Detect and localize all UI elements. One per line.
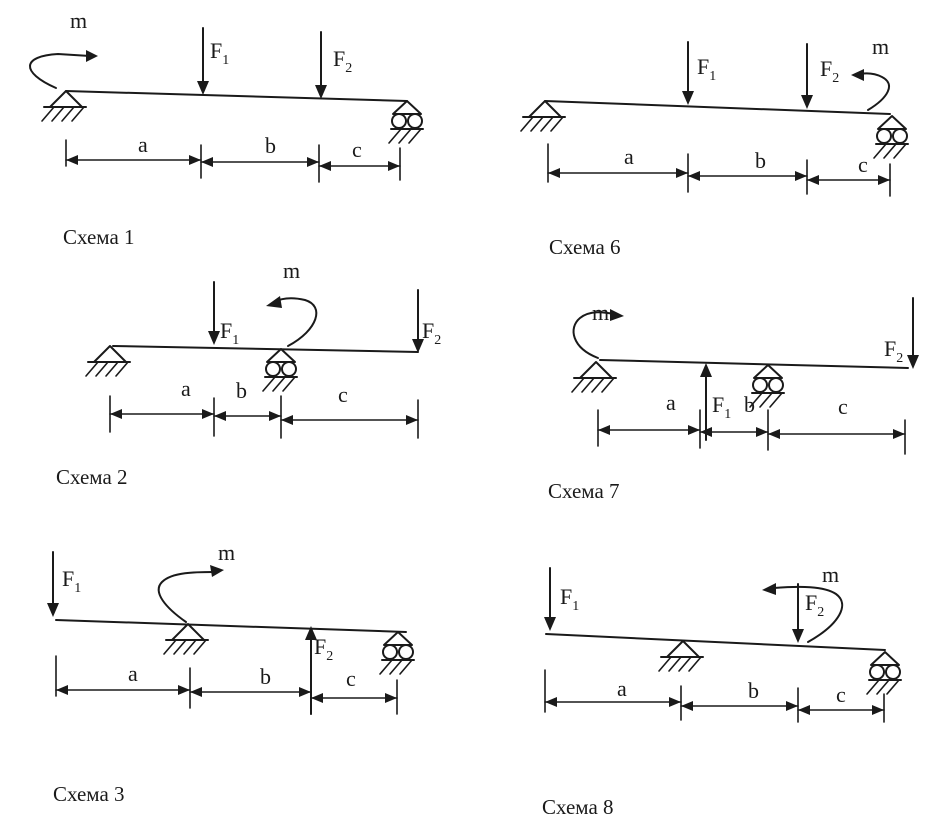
scheme-3-caption: Схема 3 bbox=[53, 782, 125, 806]
scheme-1-dim-c: c bbox=[352, 137, 362, 162]
scheme-7-dim-b: b bbox=[744, 392, 755, 417]
scheme-2-moment-arrow bbox=[266, 296, 318, 347]
scheme-3-force2-label: F2 bbox=[314, 634, 333, 664]
scheme-2-beam bbox=[112, 345, 419, 353]
scheme-7-dim-c: c bbox=[838, 394, 848, 419]
scheme-3: F1 m F2 a b c Схема 3 bbox=[47, 540, 415, 806]
scheme-6-force1-arrow bbox=[682, 41, 694, 105]
scheme-8-force1-label: F1 bbox=[560, 584, 579, 614]
scheme-3-force1-label: F1 bbox=[62, 566, 81, 596]
scheme-2-dimension-line bbox=[109, 395, 419, 439]
scheme-6-moment-arrow bbox=[851, 69, 890, 111]
scheme-7-dimension-line bbox=[597, 409, 906, 455]
scheme-2-force2-arrow bbox=[412, 289, 424, 353]
scheme-8-roller-support bbox=[866, 651, 902, 695]
scheme-7-force1-label: F1 bbox=[712, 392, 731, 422]
scheme-6-moment-label: m bbox=[872, 34, 889, 59]
scheme-3-moment-arrow bbox=[157, 565, 224, 623]
scheme-3-dim-a: a bbox=[128, 661, 138, 686]
scheme-3-dim-b: b bbox=[260, 664, 271, 689]
scheme-6-caption: Схема 6 bbox=[549, 235, 621, 259]
scheme-1-moment-label: m bbox=[70, 8, 87, 33]
scheme-1-caption: Схема 1 bbox=[63, 225, 135, 249]
scheme-2-dim-b: b bbox=[236, 378, 247, 403]
scheme-1-moment-arrow bbox=[29, 50, 98, 89]
scheme-2-dim-c: c bbox=[338, 382, 348, 407]
scheme-7: m F1 F2 a b c Схема 7 bbox=[548, 297, 919, 503]
scheme-1-force2-label: F2 bbox=[333, 46, 352, 76]
scheme-7-beam bbox=[599, 359, 909, 369]
scheme-3-roller-support bbox=[379, 631, 415, 675]
scheme-6-force1-label: F1 bbox=[697, 54, 716, 84]
scheme-1-roller-support bbox=[388, 100, 424, 144]
scheme-1-force1-label: F1 bbox=[210, 38, 229, 68]
scheme-7-force2-label: F2 bbox=[884, 336, 903, 366]
scheme-3-beam bbox=[55, 619, 407, 633]
scheme-2-force1-arrow bbox=[208, 281, 220, 345]
scheme-2: F1 m F2 a b c Схема 2 bbox=[56, 258, 441, 489]
scheme-3-moment-label: m bbox=[218, 540, 235, 565]
scheme-8-force2-label: F2 bbox=[805, 590, 824, 620]
scheme-6-beam bbox=[544, 100, 891, 115]
scheme-1-dim-b: b bbox=[265, 133, 276, 158]
scheme-6-dimension-line bbox=[547, 143, 891, 197]
scheme-8: F1 F2 m a b c Схема 8 bbox=[542, 562, 902, 819]
scheme-7-moment-arrow bbox=[572, 309, 624, 359]
scheme-7-force1-arrow bbox=[700, 363, 712, 441]
scheme-8-moment-label: m bbox=[822, 562, 839, 587]
scheme-3-pin-support bbox=[163, 623, 209, 655]
scheme-2-pin-support bbox=[85, 345, 131, 377]
scheme-3-dim-c: c bbox=[346, 666, 356, 691]
scheme-7-roller-support bbox=[749, 364, 785, 408]
scheme-2-force1-label: F1 bbox=[220, 318, 239, 348]
scheme-7-dim-a: a bbox=[666, 390, 676, 415]
scheme-2-roller-support bbox=[262, 348, 298, 392]
scheme-6-dim-b: b bbox=[755, 148, 766, 173]
scheme-8-force1-arrow bbox=[544, 567, 556, 631]
scheme-6-dim-c: c bbox=[858, 152, 868, 177]
scheme-6-force2-arrow bbox=[801, 43, 813, 109]
scheme-8-dim-b: b bbox=[748, 678, 759, 703]
scheme-3-dimension-line bbox=[55, 655, 398, 715]
scheme-7-caption: Схема 7 bbox=[548, 479, 620, 503]
scheme-1-force1-arrow bbox=[197, 27, 209, 95]
scheme-6-pin-support bbox=[520, 100, 566, 132]
scheme-6-dim-a: a bbox=[624, 144, 634, 169]
scheme-1-dimension-line bbox=[65, 139, 401, 183]
scheme-7-force2-arrow bbox=[907, 297, 919, 369]
scheme-2-dim-a: a bbox=[181, 376, 191, 401]
scheme-8-dim-a: a bbox=[617, 676, 627, 701]
scheme-8-dimension-line bbox=[544, 669, 885, 723]
scheme-1-pin-support bbox=[41, 90, 87, 122]
scheme-7-moment-label: m bbox=[592, 300, 609, 325]
scheme-7-pin-support bbox=[571, 361, 617, 393]
scheme-8-pin-support bbox=[658, 640, 704, 672]
scheme-2-caption: Схема 2 bbox=[56, 465, 128, 489]
scheme-8-dim-c: c bbox=[836, 682, 846, 707]
scheme-2-force2-label: F2 bbox=[422, 318, 441, 348]
scheme-1-beam bbox=[65, 90, 408, 102]
scheme-1-dim-a: a bbox=[138, 132, 148, 157]
scheme-8-moment-arrow bbox=[762, 583, 844, 643]
scheme-1-force2-arrow bbox=[315, 31, 327, 99]
scheme-8-force2-arrow bbox=[792, 583, 804, 643]
scheme-8-caption: Схема 8 bbox=[542, 795, 614, 819]
scheme-8-beam bbox=[545, 633, 886, 651]
scheme-2-moment-label: m bbox=[283, 258, 300, 283]
scheme-3-force1-arrow bbox=[47, 551, 59, 617]
scheme-6: F1 F2 m a b c Схема 6 bbox=[520, 34, 909, 259]
scheme-6-force2-label: F2 bbox=[820, 56, 839, 86]
scheme-1: m F1 F2 a b c Схема 1 bbox=[29, 8, 424, 249]
scheme-6-roller-support bbox=[873, 115, 909, 159]
